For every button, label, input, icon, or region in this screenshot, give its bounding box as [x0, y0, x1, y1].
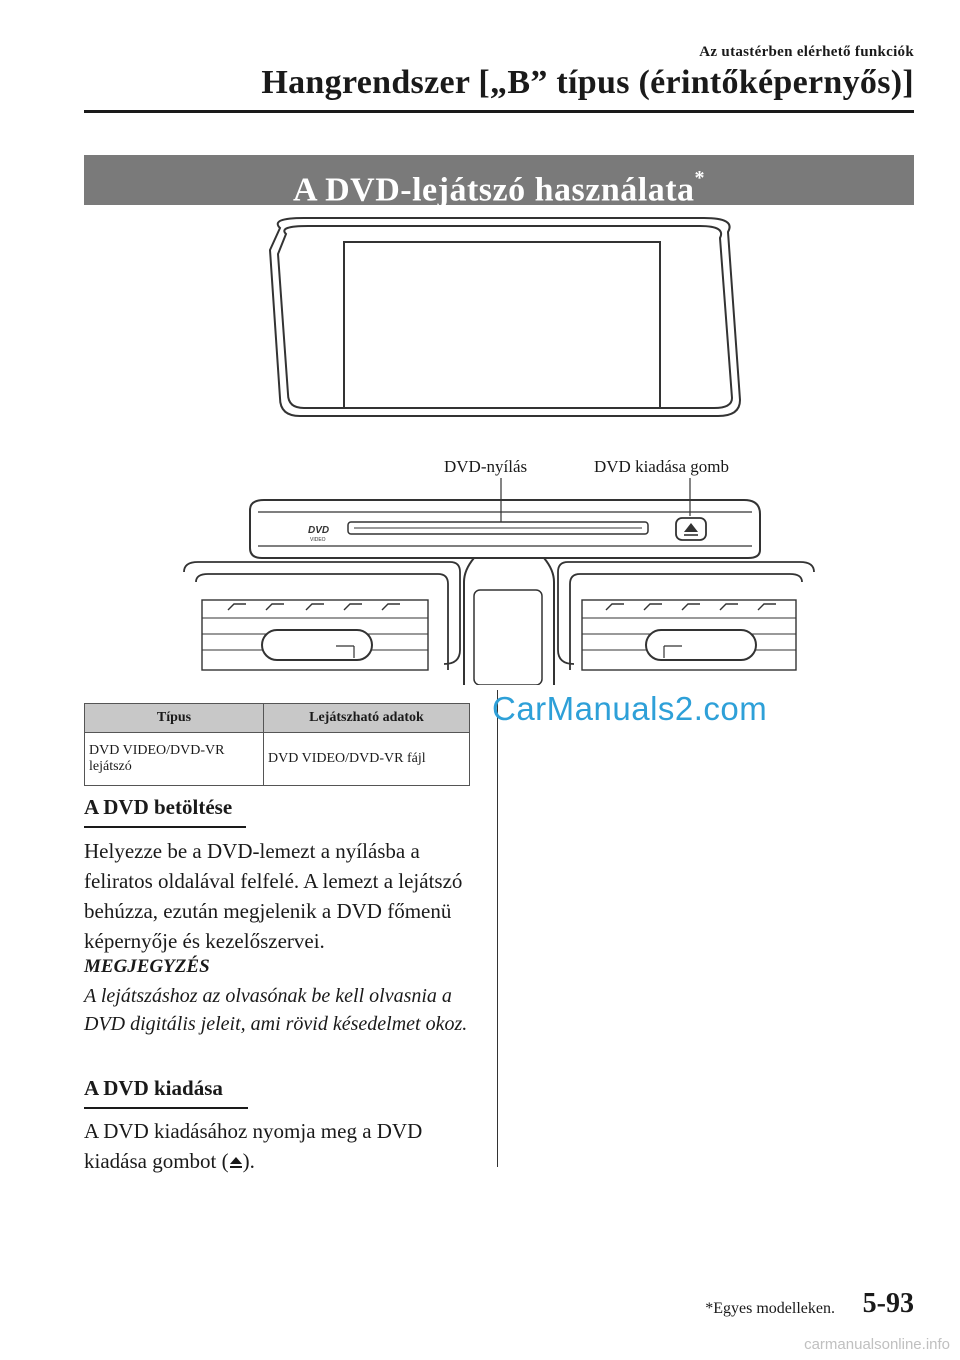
watermark: CarManuals2.com: [492, 690, 768, 727]
right-air-vent: [557, 561, 815, 671]
section-heading-eject: A DVD kiadása: [84, 1076, 248, 1109]
table-header-row: Típus Lejátszható adatok: [84, 703, 470, 733]
center-console: [463, 557, 555, 685]
column-divider: [497, 690, 498, 1167]
dvd-unit: [249, 499, 761, 559]
banner-marker: *: [694, 167, 706, 189]
table-row: DVD VIDEO/DVD-VR lejátszó DVD VIDEO/DVD-…: [84, 732, 470, 786]
site-watermark: carmanualsonline.info: [804, 1336, 950, 1353]
page-number: 5-93: [862, 1288, 914, 1319]
header-subtitle: Az utastérben elérhető funkciók: [699, 44, 914, 60]
table-header-data: Lejátszható adatok: [263, 703, 470, 733]
eject-paragraph-end: ).: [242, 1149, 255, 1173]
note-body: A lejátszáshoz az olvasónak be kell olva…: [84, 985, 468, 1035]
note-title: MEGJEGYZÉS: [84, 956, 210, 977]
table-cell-type: DVD VIDEO/DVD-VR lejátszó: [84, 732, 264, 786]
heading-underline: [84, 826, 246, 828]
footnote: *Egyes modelleken.: [705, 1300, 835, 1317]
header-title: Hangrendszer [„B” típus (érintőképernyős…: [261, 64, 914, 101]
table-header-type: Típus: [84, 703, 264, 733]
callout-eject-label: DVD kiadása gomb: [594, 457, 729, 476]
section-heading-eject-text: A DVD kiadása: [84, 1076, 223, 1100]
dvd-slot: [347, 521, 649, 535]
playable-data-table: Típus Lejátszható adatok DVD VIDEO/DVD-V…: [84, 703, 470, 786]
section-banner: A DVD-lejátszó használata*: [84, 155, 914, 209]
section-heading-loading: A DVD betöltése: [84, 795, 246, 828]
eject-paragraph: A DVD kiadásához nyomja meg a DVD kiadás…: [84, 1116, 484, 1176]
display-screen: [268, 217, 742, 417]
banner-title: A DVD-lejátszó használata: [292, 171, 695, 209]
table-cell-data: DVD VIDEO/DVD-VR fájl: [263, 732, 470, 786]
loading-paragraph: Helyezze be a DVD-lemezt a nyílásba a fe…: [84, 839, 463, 953]
eject-icon: [229, 1157, 242, 1168]
dvd-logo-sub: VIDEO: [310, 537, 326, 543]
section-heading-loading-text: A DVD betöltése: [84, 795, 233, 819]
header-rule: [84, 110, 914, 113]
dvd-logo: DVD: [308, 525, 329, 536]
dvd-player-illustration: DVD-nyílás DVD kiadása gomb DVD VIDEO: [183, 217, 815, 685]
eject-paragraph-text: A DVD kiadásához nyomja meg a DVD kiadás…: [84, 1119, 423, 1173]
eject-icon: [684, 523, 698, 532]
eject-button: [675, 517, 707, 541]
heading-underline: [84, 1107, 248, 1109]
left-air-vent: [183, 561, 461, 671]
callout-slot-label: DVD-nyílás: [444, 457, 527, 476]
